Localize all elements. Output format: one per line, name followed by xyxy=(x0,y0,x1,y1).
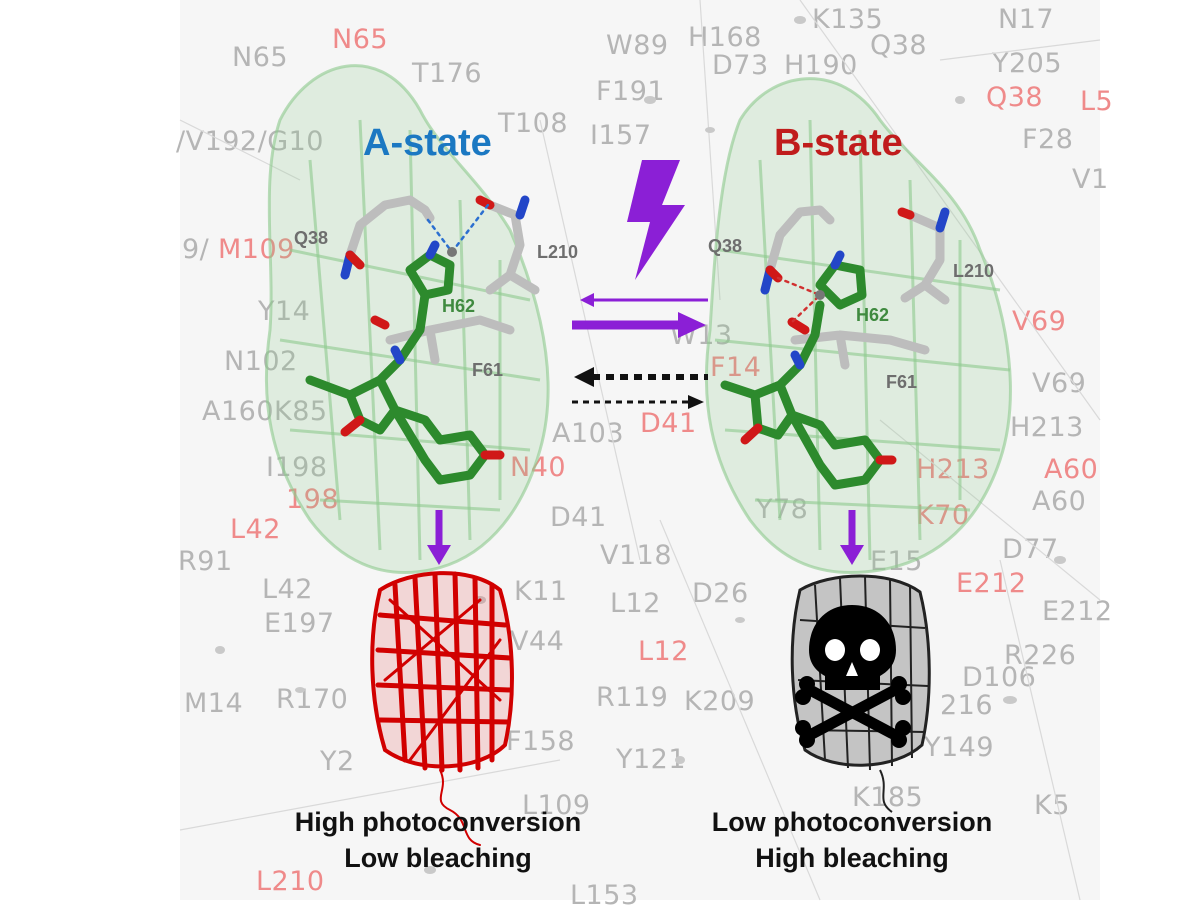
residue-label-l210-b: L210 xyxy=(953,261,995,281)
bg-residue-label: A60 xyxy=(1032,486,1087,517)
bg-residue-label: L42 xyxy=(230,514,281,545)
residue-label-q38-a: Q38 xyxy=(294,228,329,248)
bg-residue-label: L5 xyxy=(1080,86,1114,117)
bg-residue-label: 9/ xyxy=(182,234,210,265)
bg-residue-label: K11 xyxy=(514,576,568,607)
diagram-graphics xyxy=(179,0,1101,901)
bg-residue-label: L12 xyxy=(638,636,689,667)
bg-residue-label: L42 xyxy=(262,574,313,605)
bg-residue-label: D77 xyxy=(1002,534,1059,565)
bg-residue-label: K209 xyxy=(684,686,756,717)
b-caption-line1: Low photoconversion xyxy=(711,807,993,837)
bg-residue-label: H190 xyxy=(784,50,858,81)
bg-residue-label: /V192/G10 xyxy=(176,126,324,157)
bg-residue-label: F14 xyxy=(710,352,762,383)
bg-residue-label: Y2 xyxy=(320,746,355,777)
bg-residue-label: D41 xyxy=(640,408,697,439)
a-caption-line2: Low bleaching xyxy=(344,843,532,873)
equilibrium-arrows xyxy=(572,293,708,409)
skull-crossbones-icon xyxy=(795,605,911,748)
bg-residue-label: V69 xyxy=(1012,306,1067,337)
bg-residue-label: M14 xyxy=(184,688,244,719)
bg-residue-label: 216 xyxy=(940,690,994,721)
bg-residue-label: M109 xyxy=(218,234,295,265)
bg-residue-label: H213 xyxy=(1010,412,1084,443)
a-state-caption: High photoconversion Low bleaching xyxy=(248,804,628,876)
a-state-stick-model xyxy=(305,195,540,485)
bg-residue-label: E212 xyxy=(1042,596,1113,627)
bg-residue-label: Y14 xyxy=(258,296,311,327)
bg-residue-label: K135 xyxy=(812,4,884,35)
bg-residue-label: R119 xyxy=(596,682,669,713)
bg-residue-label: T108 xyxy=(498,108,569,139)
background-map-blobs xyxy=(215,16,1066,874)
bg-residue-label: N17 xyxy=(998,4,1055,35)
a-state-title: A-state xyxy=(363,122,492,164)
bg-residue-label: A160 xyxy=(202,396,275,427)
lightning-icon xyxy=(627,160,685,280)
residue-label-q38-b: Q38 xyxy=(708,236,743,256)
bg-residue-label: V69 xyxy=(1032,368,1087,399)
bg-residue-label: Q38 xyxy=(986,82,1044,113)
bg-residue-label: H168 xyxy=(688,22,762,53)
bg-residue-label: I157 xyxy=(590,120,652,151)
b-caption-line2: High bleaching xyxy=(755,843,949,873)
bg-residue-label: V44 xyxy=(510,626,565,657)
bg-residue-label: I198 xyxy=(266,452,328,483)
bg-residue-label: Y205 xyxy=(992,48,1063,79)
red-protein-barrel-icon xyxy=(370,571,514,846)
bg-residue-label: D106 xyxy=(962,662,1037,693)
bg-residue-label: D73 xyxy=(712,50,769,81)
bg-residue-label: Q38 xyxy=(870,30,928,61)
residue-label-l210-a: L210 xyxy=(537,242,579,262)
bg-residue-label: V1 xyxy=(1072,164,1109,195)
bg-residue-label: Y149 xyxy=(924,732,995,763)
bg-residue-label: V118 xyxy=(600,540,673,571)
down-arrow-b xyxy=(840,510,864,565)
bg-residue-label: L210 xyxy=(256,866,325,897)
bg-residue-label: R91 xyxy=(178,546,233,577)
background-map-lines xyxy=(179,0,1101,901)
bg-residue-label: E212 xyxy=(956,568,1027,599)
bg-residue-label: R226 xyxy=(1004,640,1077,671)
residue-label-f61-a: F61 xyxy=(472,360,504,380)
bg-residue-label: F158 xyxy=(506,726,576,757)
bg-residue-label: K70 xyxy=(916,500,970,531)
bg-residue-label: W89 xyxy=(606,30,669,61)
bg-residue-label: N65 xyxy=(332,24,389,55)
bg-residue-label: L12 xyxy=(610,588,661,619)
bg-residue-label: Y121 xyxy=(616,744,687,775)
bg-residue-label: R170 xyxy=(276,684,349,715)
b-state-stick-model xyxy=(720,205,950,490)
a-caption-line1: High photoconversion xyxy=(294,807,582,837)
bg-residue-label: A60 xyxy=(1044,454,1099,485)
bg-residue-label: L153 xyxy=(570,880,639,911)
b-state-title: B-state xyxy=(774,122,903,164)
bg-residue-label: D41 xyxy=(550,502,607,533)
down-arrow-a xyxy=(427,510,451,565)
bg-residue-label: K85 xyxy=(274,396,328,427)
bg-residue-label: L109 xyxy=(522,790,591,821)
b-state-caption: Low photoconversion High bleaching xyxy=(662,804,1042,876)
bg-residue-label: T176 xyxy=(412,58,483,89)
bg-residue-label: N102 xyxy=(224,346,298,377)
residue-label-h62-b: H62 xyxy=(856,305,890,325)
bg-residue-label: K5 xyxy=(1034,790,1070,821)
figure-panel: N65 N65 T176 H168 K135 N17 W89 D73 H190 … xyxy=(176,0,1113,911)
bg-residue-label: D26 xyxy=(692,578,749,609)
bg-residue-label: N65 xyxy=(232,42,289,73)
residue-label-f61-b: F61 xyxy=(886,372,918,392)
bg-residue-label: E197 xyxy=(264,608,335,639)
residue-label-h62-a: H62 xyxy=(442,296,476,316)
bg-residue-label: F28 xyxy=(1022,124,1074,155)
